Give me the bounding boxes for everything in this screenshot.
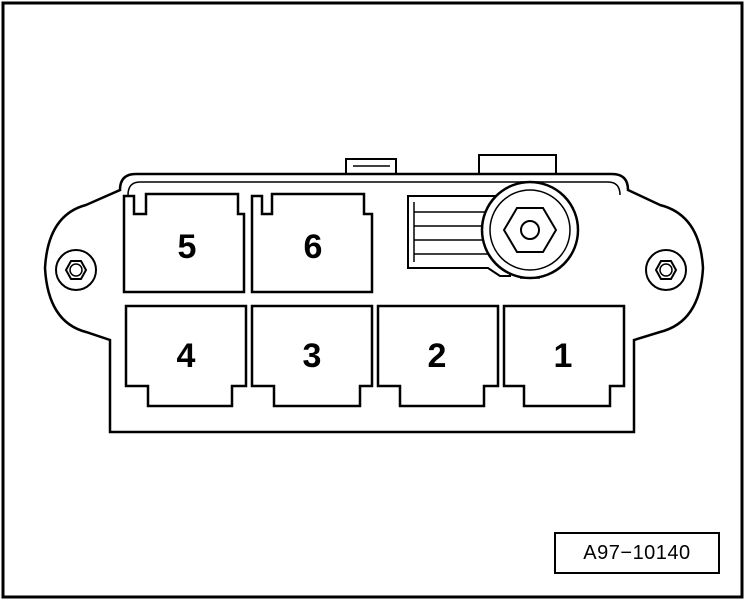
slot-1 [502, 304, 626, 408]
housing-inner-edge [127, 181, 621, 196]
right-mounting-bolt-icon [645, 249, 687, 291]
figure-reference-label: A97−10140 [554, 532, 720, 574]
cable-lug-icon [407, 180, 580, 280]
top-tab-right [478, 154, 557, 174]
slot-4 [124, 304, 248, 408]
slot-3 [250, 304, 374, 408]
slot-6-label: 6 [304, 228, 323, 266]
slot-2 [376, 304, 500, 408]
slot-2-label: 2 [428, 337, 447, 375]
slot-1-label: 1 [554, 337, 573, 375]
left-mounting-bolt-icon [55, 249, 97, 291]
slot-3-label: 3 [303, 337, 322, 375]
slot-4-label: 4 [177, 337, 196, 375]
slot-5-label: 5 [178, 228, 197, 266]
